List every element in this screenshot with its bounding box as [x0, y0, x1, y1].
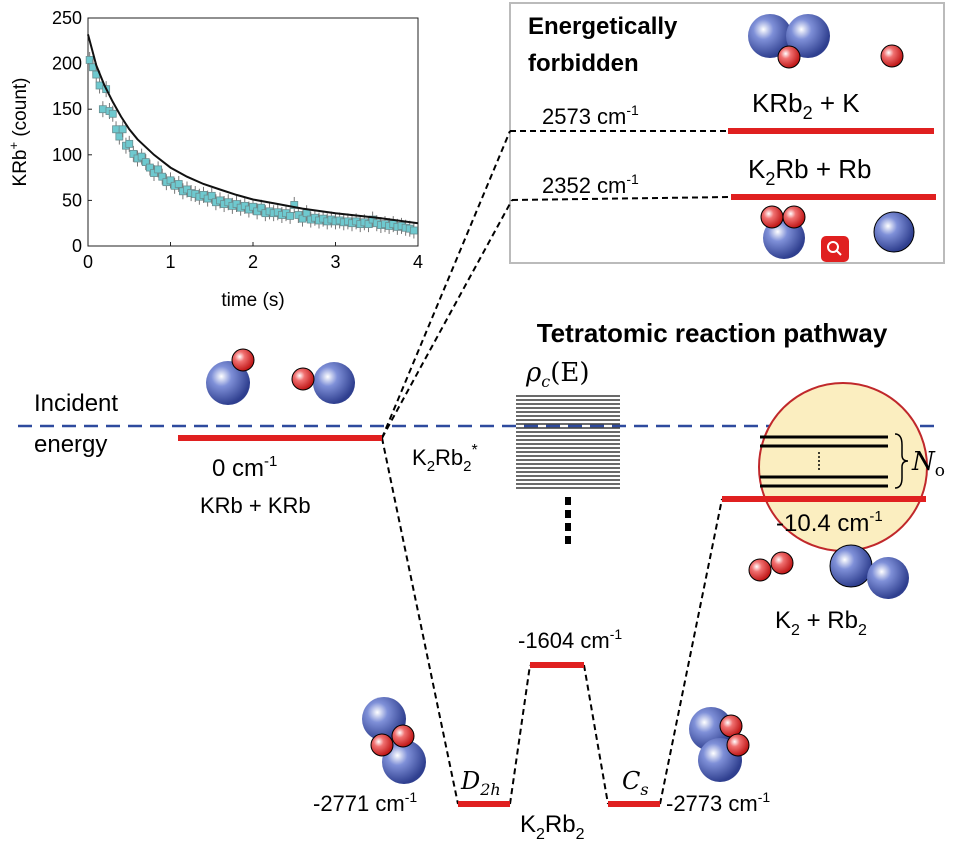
box-title-line1: Energetically — [528, 13, 678, 40]
data-points — [85, 51, 418, 239]
box-title-line2: forbidden — [528, 50, 639, 77]
rb-atom — [231, 348, 255, 372]
cs-level-label: -2773 cm-1 — [666, 789, 770, 816]
product-k2rb-rb: K2Rb + Rb — [748, 154, 871, 189]
connector-lines — [381, 130, 732, 805]
y-tick-label: 250 — [52, 8, 82, 28]
data-point — [286, 212, 295, 220]
incident-label-line1: Incident — [34, 390, 118, 417]
rb-atom — [880, 44, 904, 68]
data-point — [108, 109, 117, 118]
rho-label: ρc(E) — [525, 358, 590, 391]
cs-label: Cs — [622, 767, 649, 799]
data-point — [137, 152, 146, 161]
k-atom — [786, 14, 830, 58]
level-2573-label: 2573 cm-1 — [542, 102, 639, 129]
k-atom — [206, 361, 250, 405]
minimum-label: K2Rb2 — [520, 811, 585, 843]
products-label: K2 + Rb2 — [775, 607, 867, 639]
tick-group: 0 1 2 3 4 0 50 100 150 200 250 — [52, 8, 423, 272]
data-point — [129, 149, 138, 158]
continuation-dots — [565, 497, 571, 544]
rb-atom — [782, 205, 806, 229]
data-point — [207, 191, 216, 200]
data-point — [409, 226, 418, 235]
k-atom — [867, 557, 909, 599]
rb-atom — [391, 724, 415, 748]
reactants-label: KRb + KRb — [200, 493, 311, 518]
rb-atom — [370, 733, 394, 757]
data-point — [298, 214, 307, 223]
inset-chart: 0 1 2 3 4 0 50 100 150 200 250 time (s) KRb+ (coun… — [6, 8, 423, 311]
rb-atom — [291, 367, 315, 391]
y-axis-label: KRb+ (count) — [6, 78, 31, 187]
data-point — [290, 201, 299, 209]
d2h-label: D2h — [460, 767, 501, 799]
forbidden-box: Energetically forbidden 2573 cm-1 KRb2 +… — [509, 2, 945, 264]
x-tick-label: 4 — [413, 252, 423, 272]
data-point — [364, 220, 373, 229]
data-point — [95, 81, 104, 90]
rb-atom — [726, 733, 750, 757]
k-atom — [748, 14, 792, 58]
y-tick-label: 200 — [52, 54, 82, 74]
y-tick-label: 150 — [52, 99, 82, 119]
x-tick-label: 2 — [248, 252, 258, 272]
x-tick-label: 3 — [330, 252, 340, 272]
y-tick-label: 0 — [72, 236, 82, 256]
data-point — [118, 125, 127, 134]
rb-atom — [760, 205, 784, 229]
exit-channel-levels — [760, 435, 888, 488]
x-axis-label: time (s) — [221, 290, 284, 311]
zero-level-label: 0 cm-1 — [212, 453, 277, 482]
data-point — [112, 125, 120, 134]
data-point — [257, 203, 266, 212]
data-point — [141, 158, 150, 166]
d2h-level-label: -2771 cm-1 — [313, 789, 417, 816]
rb-atom — [748, 558, 772, 582]
no-brace — [894, 433, 909, 489]
data-point — [154, 165, 163, 174]
x-tick-label: 1 — [165, 252, 175, 272]
y-tick-label: 100 — [52, 145, 82, 165]
no-label: No — [911, 447, 945, 481]
data-point — [98, 105, 107, 114]
x-tick-label: 0 — [83, 252, 93, 272]
zoom-icon[interactable] — [821, 236, 849, 262]
ts-level-label: -1604 cm-1 — [518, 626, 622, 653]
data-point — [174, 180, 183, 188]
fit-curve — [87, 34, 419, 225]
incident-label-line2: energy — [34, 431, 107, 458]
data-point — [85, 56, 94, 64]
k-atom — [873, 211, 915, 253]
data-point — [115, 132, 124, 141]
rb-atom — [777, 45, 801, 69]
data-point — [249, 202, 257, 211]
data-point — [166, 176, 175, 185]
data-point — [125, 139, 134, 148]
k-atom — [313, 362, 355, 404]
rb-atom — [770, 551, 794, 575]
complex-label: K2Rb2* — [412, 442, 478, 475]
data-point — [145, 163, 154, 172]
y-tick-label: 50 — [62, 190, 82, 210]
exit-level-label: -10.4 cm-1 — [776, 508, 883, 537]
data-point — [302, 209, 311, 218]
k-atom — [829, 544, 873, 588]
data-point — [158, 172, 167, 181]
density-of-states — [516, 395, 620, 489]
level-2352-label: 2352 cm-1 — [542, 171, 639, 198]
product-krb2-k: KRb2 + K — [752, 88, 860, 123]
pathway-title: Tetratomic reaction pathway — [537, 318, 888, 348]
k-atom — [382, 740, 426, 784]
